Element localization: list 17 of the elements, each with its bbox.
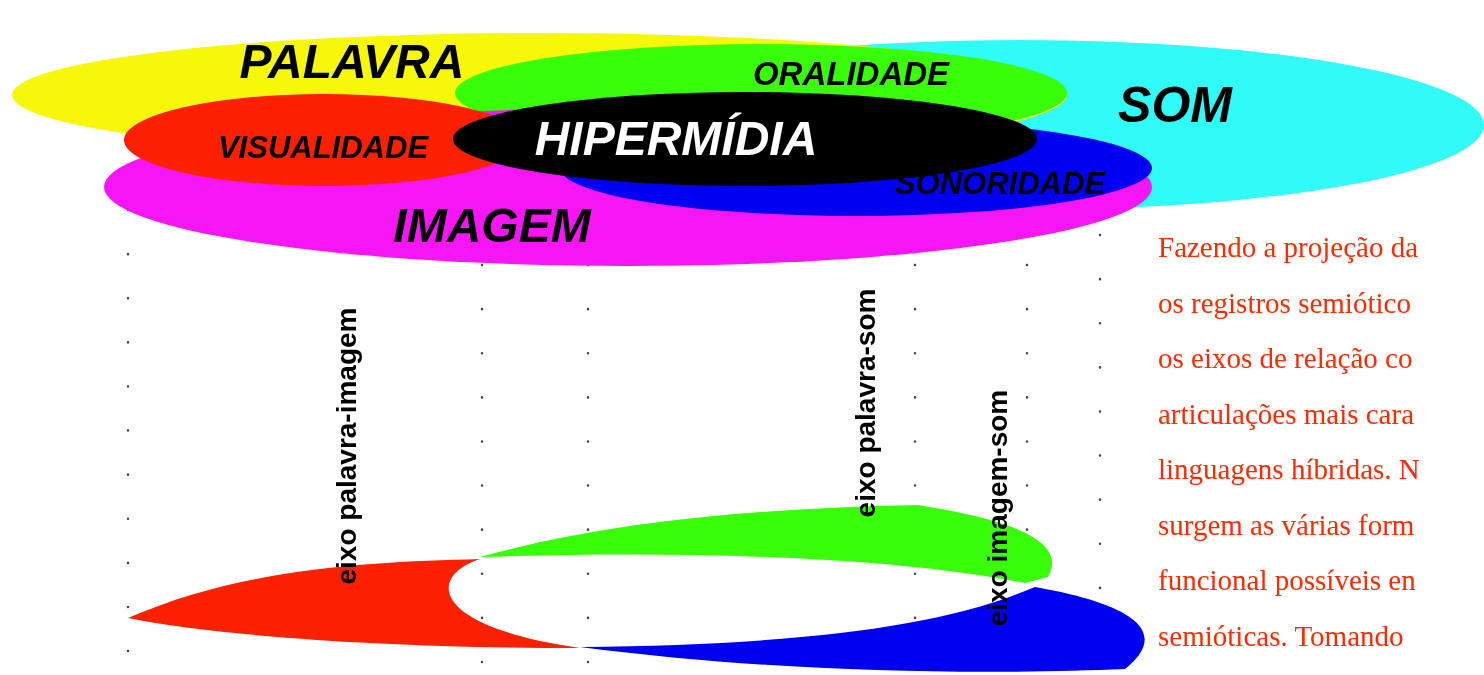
region-label: PALAVRA	[239, 38, 465, 86]
paragraph-line: funcional possíveis en	[1158, 563, 1416, 598]
region-label: SONORIDADE	[894, 167, 1106, 199]
axis-label: eixo palavra-imagem	[333, 307, 361, 585]
paragraph-line: semióticas. Tomando	[1158, 618, 1404, 654]
region-label: ORALIDADE	[752, 56, 950, 90]
paragraph-line: os eixos de relação co	[1158, 341, 1413, 376]
paragraph-line: linguagens híbridas. N	[1158, 452, 1420, 487]
paragraph-line: articulações mais cara	[1158, 396, 1414, 432]
region-label: SOM	[1118, 80, 1232, 130]
paragraph-line: surgem as várias form	[1158, 507, 1415, 543]
axis-label: eixo imagem-som	[984, 389, 1012, 627]
paragraph-line: os registros semiótico	[1158, 285, 1411, 321]
axis-label: eixo palavra-som	[852, 288, 880, 518]
region-label: IMAGEM	[393, 202, 591, 250]
region-label: VISUALIDADE	[217, 131, 429, 163]
paragraph-line: Fazendo a projeção da	[1158, 230, 1419, 265]
